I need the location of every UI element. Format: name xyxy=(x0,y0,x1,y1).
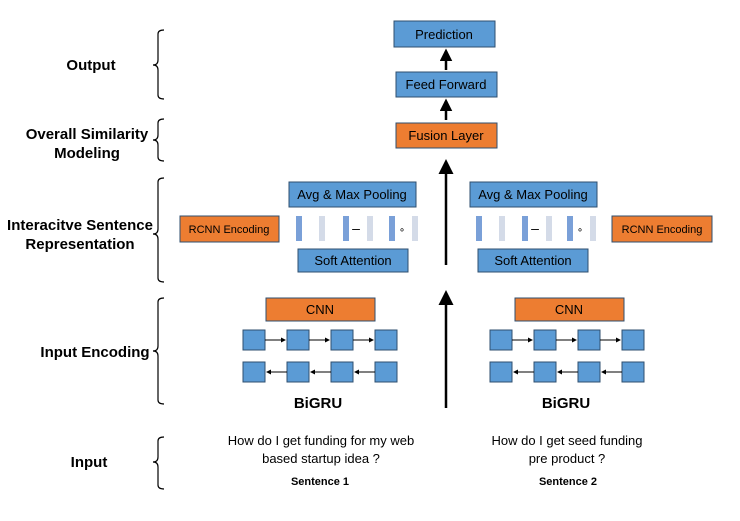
soft-attention-box-right xyxy=(477,248,589,273)
gru-cell xyxy=(286,329,310,351)
bracket-input-encoding xyxy=(152,297,165,405)
sentence2-line1: How do I get seed funding xyxy=(491,433,642,448)
bracket-input xyxy=(152,436,165,490)
feature-bar xyxy=(522,216,528,241)
bracket-output xyxy=(152,29,165,100)
level-brackets xyxy=(152,29,165,490)
bigru-cells-left xyxy=(242,329,398,383)
gru-cell xyxy=(533,361,557,383)
feature-bar xyxy=(476,216,482,241)
soft-attention-box-left xyxy=(297,248,409,273)
bigru-arrows-left xyxy=(265,337,375,375)
level-overall-label-line1: Overall Similarity xyxy=(26,126,149,143)
feature-bar xyxy=(296,216,302,241)
bigru-arrows-right xyxy=(512,337,622,375)
pooling-box-right xyxy=(469,181,598,208)
feature-bar xyxy=(499,216,505,241)
sentence1-line2: based startup idea ? xyxy=(262,451,380,466)
dot-operator-left: ∘ xyxy=(399,225,405,236)
feature-bar xyxy=(367,216,373,241)
gru-cell xyxy=(330,361,354,383)
bigru-label-right: BiGRU xyxy=(542,395,590,412)
gru-cell xyxy=(242,361,266,383)
cnn-box-left xyxy=(265,297,376,322)
prediction-box xyxy=(393,20,496,48)
pooling-box-left xyxy=(288,181,417,208)
soft-attention-label-left: Soft Attention xyxy=(314,253,391,268)
feature-bar xyxy=(412,216,418,241)
sentence1-label: Sentence 1 xyxy=(291,476,349,488)
feed-forward-box xyxy=(395,71,498,98)
gru-cell xyxy=(621,361,645,383)
level-input-label: Input xyxy=(71,454,108,471)
gru-cell xyxy=(489,361,513,383)
cnn-label-right: CNN xyxy=(555,302,583,317)
gru-cell xyxy=(489,329,513,351)
sentence1-line1: How do I get funding for my web xyxy=(228,433,414,448)
minus-operator-right: – xyxy=(531,220,539,236)
bigru-cells-right xyxy=(489,329,645,383)
feature-bars-right xyxy=(476,216,596,241)
level-interactive-label-line2: Representation xyxy=(25,236,134,253)
gru-cell xyxy=(577,329,601,351)
gru-cell xyxy=(577,361,601,383)
feature-bar xyxy=(389,216,395,241)
feature-bar xyxy=(590,216,596,241)
bracket-overall xyxy=(152,118,165,162)
gru-cell xyxy=(330,329,354,351)
feed-forward-label: Feed Forward xyxy=(406,77,487,92)
level-output-label: Output xyxy=(66,57,115,74)
pooling-label-right: Avg & Max Pooling xyxy=(478,187,588,202)
rcnn-box-right xyxy=(611,215,713,243)
cnn-label-left: CNN xyxy=(306,302,334,317)
rcnn-label-left: RCNN Encoding xyxy=(189,224,270,236)
minus-operator-left: – xyxy=(352,220,360,236)
gru-cell xyxy=(374,361,398,383)
level-interactive-label-line1: Interacitve Sentence xyxy=(7,217,153,234)
feature-bar xyxy=(319,216,325,241)
level-overall-label-line2: Modeling xyxy=(54,145,120,162)
cnn-box-right xyxy=(514,297,625,322)
sentence2-label: Sentence 2 xyxy=(539,476,597,488)
gru-cell xyxy=(621,329,645,351)
rcnn-box-left xyxy=(179,215,280,243)
gru-cell xyxy=(286,361,310,383)
bracket-interactive xyxy=(152,177,165,283)
rcnn-label-right: RCNN Encoding xyxy=(622,224,703,236)
prediction-label: Prediction xyxy=(415,27,473,42)
feature-bar xyxy=(567,216,573,241)
soft-attention-label-right: Soft Attention xyxy=(494,253,571,268)
fusion-layer-box xyxy=(395,122,498,149)
level-input-encoding-label: Input Encoding xyxy=(40,344,149,361)
bigru-label-left: BiGRU xyxy=(294,395,342,412)
feature-bars-left xyxy=(296,216,418,241)
sentence2-line2: pre product ? xyxy=(529,451,606,466)
gru-cell xyxy=(242,329,266,351)
dot-operator-right: ∘ xyxy=(577,225,583,236)
pooling-label-left: Avg & Max Pooling xyxy=(297,187,407,202)
feature-bar xyxy=(546,216,552,241)
feature-bar xyxy=(343,216,349,241)
fusion-layer-label: Fusion Layer xyxy=(408,128,484,143)
gru-cell xyxy=(533,329,557,351)
gru-cell xyxy=(374,329,398,351)
